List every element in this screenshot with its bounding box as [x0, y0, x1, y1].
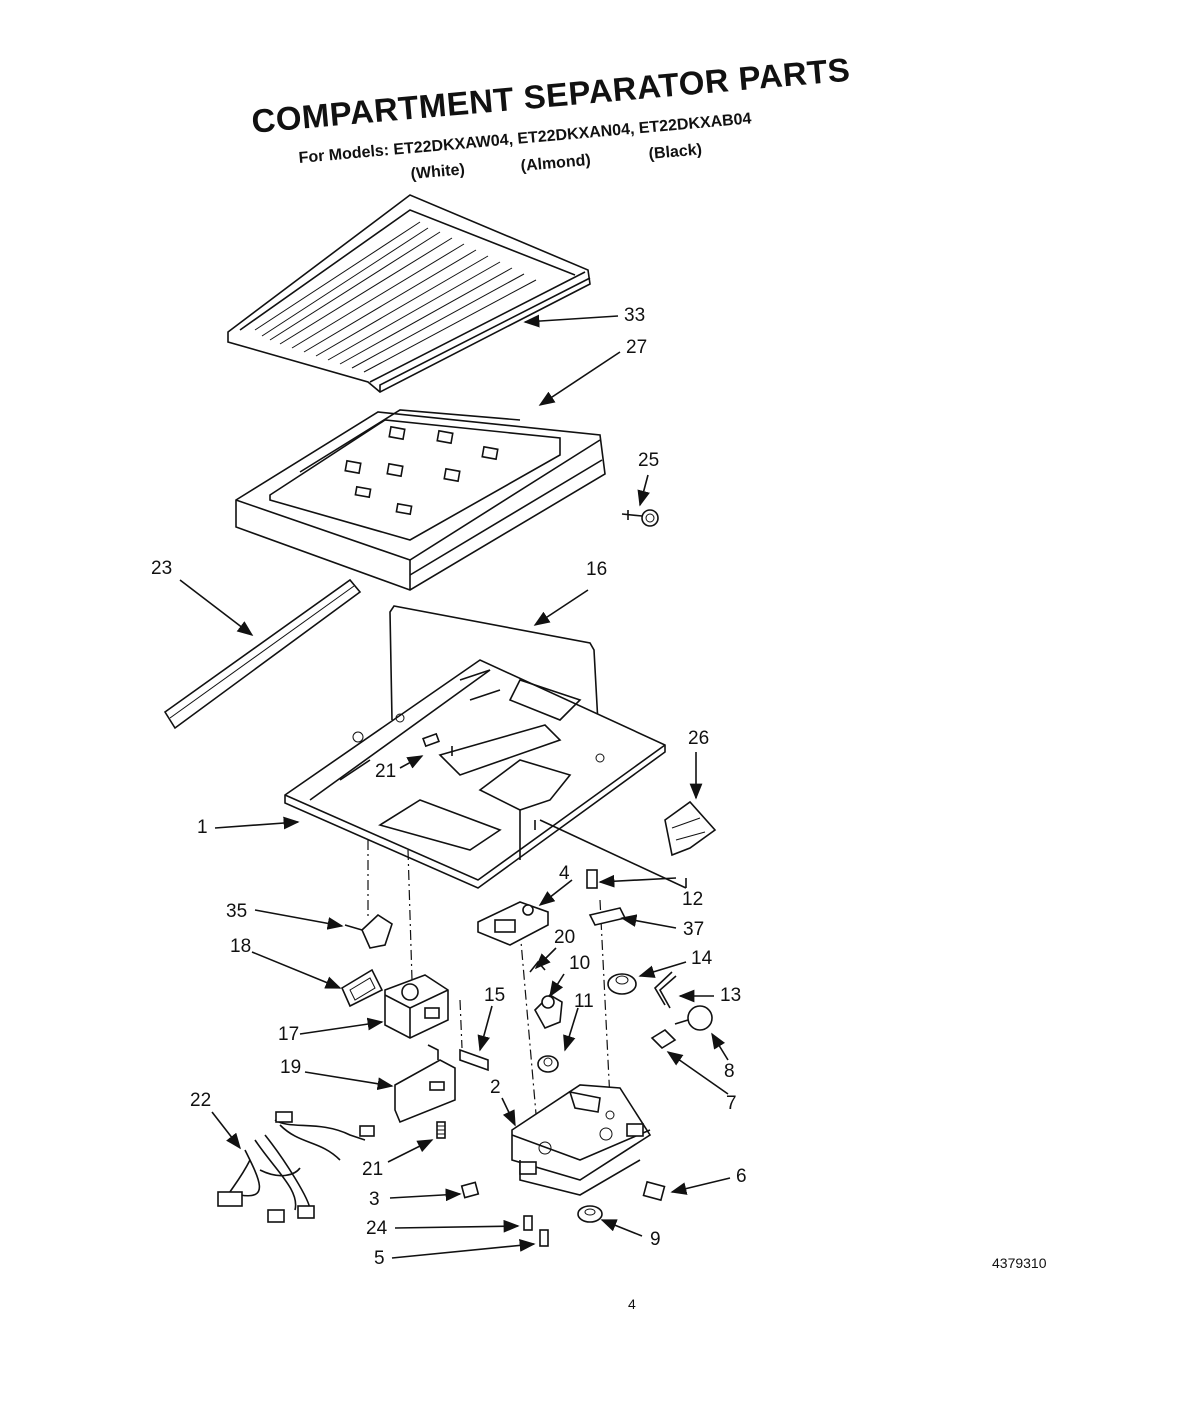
callout-5: 5 — [374, 1248, 385, 1269]
part-10-thermostat — [534, 993, 563, 1030]
callout-13: 13 — [720, 985, 742, 1006]
part-13-tube — [653, 971, 677, 1009]
part-6-switch — [642, 1180, 666, 1202]
part-26-insulator — [664, 800, 717, 857]
part-5-screw — [539, 1229, 549, 1247]
callout-33: 33 — [624, 305, 646, 326]
callout-11: 11 — [574, 991, 594, 1012]
callout-7: 7 — [726, 1093, 737, 1114]
callout-4: 4 — [559, 863, 570, 884]
part-19-bracket — [394, 1044, 456, 1124]
callout-1: 1 — [197, 817, 208, 838]
callout-21-lower: 21 — [362, 1159, 384, 1180]
callout-12: 12 — [682, 889, 704, 910]
part-8-bulb — [674, 1005, 713, 1031]
callout-9: 9 — [650, 1229, 661, 1250]
part-24-screw — [523, 1215, 533, 1231]
part-4-control — [477, 901, 549, 946]
part-16-wire — [389, 605, 601, 761]
callout-19: 19 — [280, 1057, 302, 1078]
part-37-clip — [588, 907, 627, 926]
part-2-housing — [511, 1084, 652, 1196]
callout-24: 24 — [366, 1218, 388, 1239]
part-1-base-plate — [284, 659, 666, 889]
part-21-screw-lower — [436, 1121, 446, 1139]
part-27-frame — [235, 409, 606, 591]
callout-14: 14 — [691, 948, 713, 969]
callout-6: 6 — [736, 1166, 747, 1187]
part-22-wire-harness — [217, 1111, 375, 1223]
callout-25: 25 — [638, 450, 660, 471]
callout-35: 35 — [226, 901, 248, 922]
part-9-nut — [577, 1205, 603, 1223]
callout-10: 10 — [569, 953, 591, 974]
part-14-knob — [607, 973, 637, 995]
callout-17: 17 — [278, 1024, 300, 1045]
page-number: 4 — [628, 1296, 636, 1312]
part-25-screw — [621, 509, 659, 527]
leader-arrows — [179, 314, 731, 1259]
callout-27: 27 — [626, 337, 648, 358]
part-21-screw-upper — [422, 732, 453, 756]
callout-23: 23 — [151, 558, 173, 579]
callout-20: 20 — [554, 927, 576, 948]
callout-22: 22 — [190, 1090, 212, 1111]
part-17-housing — [384, 974, 449, 1039]
part-15-tube — [459, 1048, 489, 1072]
part-12-screw — [586, 869, 598, 889]
part-7-socket — [650, 1028, 677, 1050]
callout-2: 2 — [490, 1077, 501, 1098]
part-35-clip — [344, 913, 393, 949]
callout-18: 18 — [230, 936, 252, 957]
part-23-strip — [163, 578, 362, 730]
callout-37: 37 — [683, 919, 705, 940]
callout-3: 3 — [369, 1189, 380, 1210]
callout-15: 15 — [484, 985, 506, 1006]
callout-21-upper: 21 — [375, 761, 397, 782]
part-3-clip — [460, 1181, 480, 1199]
part-18-gasket — [340, 968, 384, 1008]
callout-16: 16 — [586, 559, 608, 580]
document-number: 4379310 — [992, 1255, 1047, 1271]
part-11-knob — [537, 1055, 559, 1073]
callout-26: 26 — [688, 728, 710, 749]
callout-8: 8 — [724, 1061, 735, 1082]
part-33-top-grille — [227, 194, 591, 393]
